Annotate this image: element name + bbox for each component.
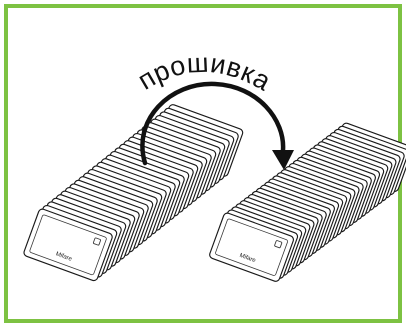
card-chip-icon xyxy=(93,238,101,246)
card-chip-icon xyxy=(274,240,282,248)
